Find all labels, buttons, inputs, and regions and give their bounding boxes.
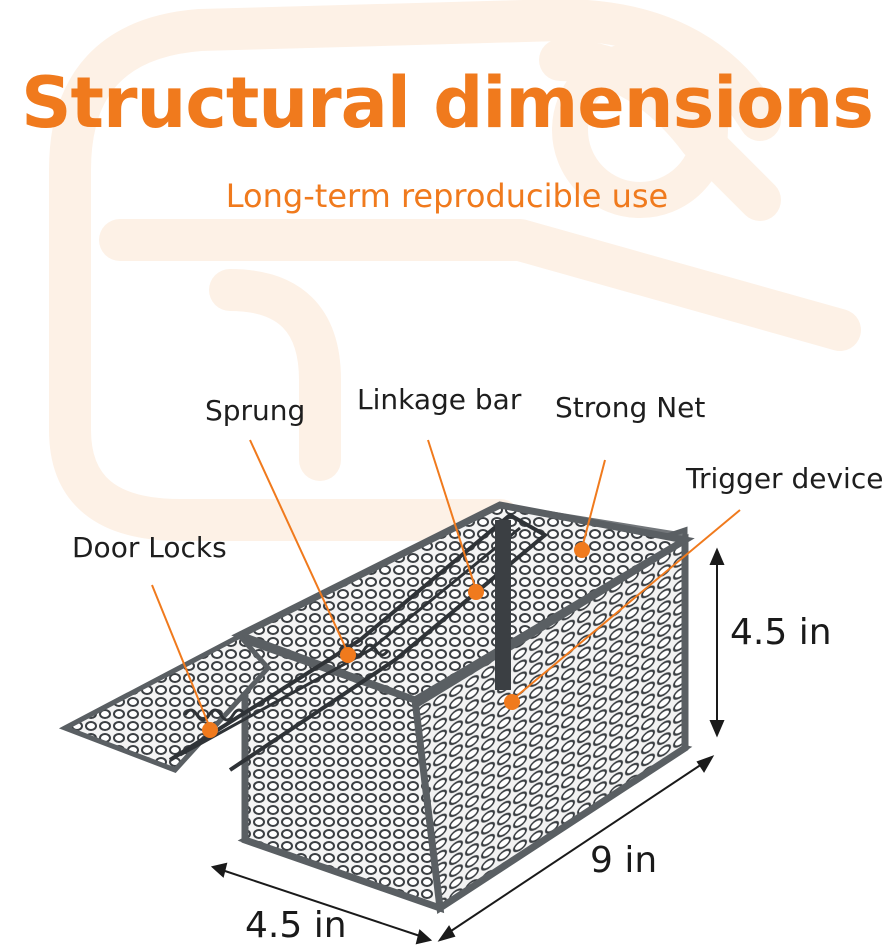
page-title: Structural dimensions: [21, 62, 874, 144]
callout-trigger-device: Trigger device: [686, 462, 884, 495]
dimension-height: 4.5 in: [730, 612, 832, 653]
callout-dots: [202, 542, 590, 738]
callout-sprung: Sprung: [205, 394, 306, 427]
dimension-length: 9 in: [590, 840, 658, 881]
callout-strong-net: Strong Net: [555, 391, 706, 424]
callout-leaders: [151, 439, 741, 729]
cage-door: [58, 632, 272, 773]
callout-door-locks: Door Locks: [72, 531, 227, 564]
callout-linkage-bar: Linkage bar: [357, 383, 522, 416]
dimension-width: 4.5 in: [245, 905, 347, 946]
linkage-wire: [168, 512, 549, 772]
page-subtitle: Long-term reproducible use: [225, 177, 669, 215]
dimension-arrows: [210, 547, 725, 945]
spring-coil: [183, 643, 390, 722]
trigger-hanger: [495, 520, 511, 690]
